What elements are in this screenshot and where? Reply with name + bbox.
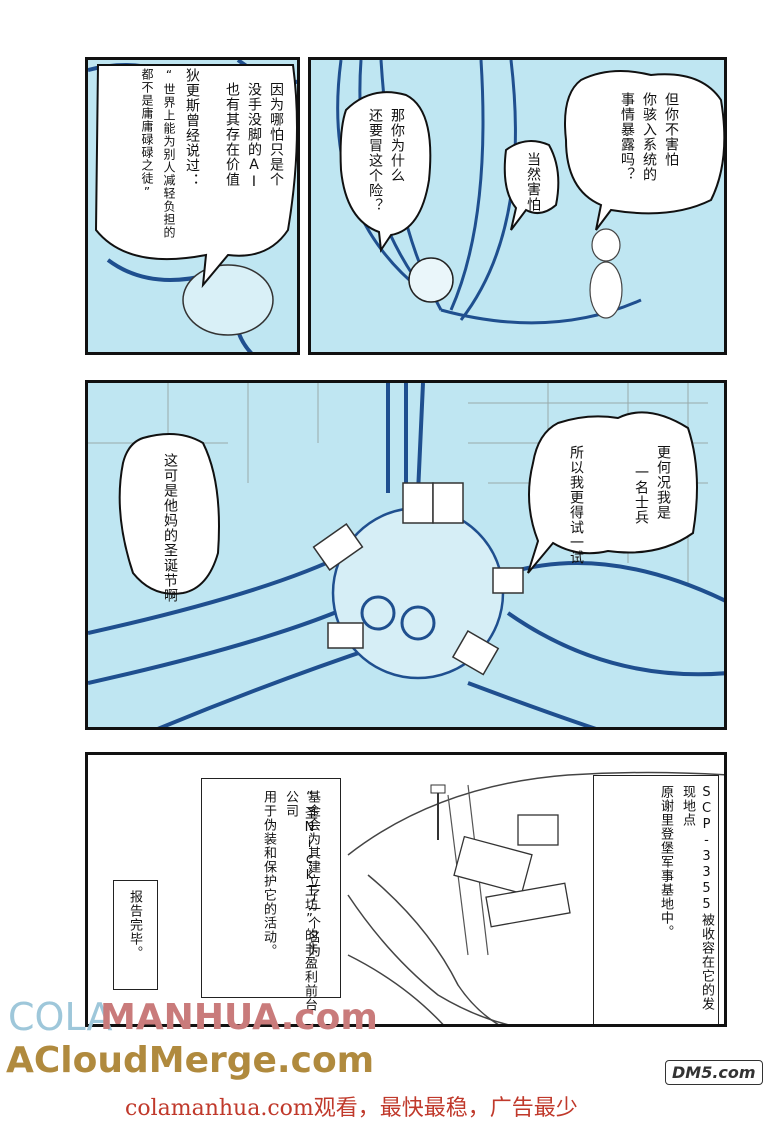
panel-3: 更何况我是 一名士兵 所以我更得试一试 这可是他妈的圣诞节啊: [85, 380, 727, 730]
caption-a: [593, 775, 719, 1024]
panel-2-art: [336, 60, 642, 325]
footer-ad-text[interactable]: colamanhua.com观看，最快最稳，广告最少: [125, 1096, 578, 1121]
watermark-dm5: DM5.com: [665, 1060, 763, 1085]
caption-a-col-2: 原谢里登堡军事基地中。: [658, 785, 673, 939]
panel-2-bubble-a-col-2: 你骇入系统的: [641, 92, 657, 182]
watermark-acloud: ACloudMerge.com: [6, 1040, 375, 1081]
watermark-cola-right: MANHUA.com: [100, 997, 378, 1038]
panel-2-bubble-c-col-1: 那你为什么: [389, 108, 405, 183]
panel-3-bubble-a-col-3: 所以我更得试一试: [568, 445, 584, 565]
panel-2-bubble-a-col-1: 但你不害怕: [663, 92, 679, 167]
panel-1-text-col-4: 狄更斯曾经说过：: [184, 68, 200, 188]
watermark-cola-left: COLA: [8, 995, 113, 1039]
caption-b-col-1: 基金会为其建立了一个名为: [305, 790, 320, 958]
panel-1-text-col-6: 都不是庸庸碌碌之徒”: [140, 68, 154, 200]
caption-a-col-1: SCP-3355被收容在它的发现地点: [680, 785, 714, 1011]
speech-bubble-a: [339, 70, 724, 253]
panel-1-text-col-3: 也有其存在价值: [224, 82, 240, 187]
caption-b-col-3: 用于伪装和保护它的活动。: [261, 790, 276, 958]
panel-2-bubble-a-col-3: 事情暴露吗？: [619, 92, 635, 182]
panel-3-bubble-a-col-1: 更何况我是: [655, 445, 671, 520]
panel-1: 因为哪怕只是个 没手没脚的AI 也有其存在价值 狄更斯曾经说过： “世界上能为别…: [85, 57, 300, 355]
panel-3-bubble-b-col-1: 这可是他妈的圣诞节啊: [162, 453, 178, 603]
panel-1-text-col-5: “世界上能为别人减轻负担的: [162, 68, 176, 239]
speech-bubble-large: [94, 64, 297, 289]
caption-b: [201, 778, 341, 998]
caption-b-col-2: “圣Nick工坊”的非盈利前台公司: [283, 790, 317, 1012]
caption-c: [113, 880, 158, 990]
character-figure: [589, 261, 623, 319]
caption-c-col-1: 报告完毕。: [127, 890, 142, 960]
panel-4-map-art: [347, 771, 724, 1024]
panel-1-text-col-2: 没手没脚的AI: [246, 82, 262, 191]
panel-2-bubble-c-col-2: 还要冒这个险？: [367, 108, 383, 213]
speech-bubble-b: [118, 411, 698, 595]
panel-3-bubble-a-col-2: 一名士兵: [633, 465, 649, 525]
panel-2-bubble-b-col-1: 当然害怕: [525, 152, 541, 212]
panel-1-text-col-1: 因为哪怕只是个: [268, 82, 284, 187]
panel-4: SCP-3355被收容在它的发现地点 原谢里登堡军事基地中。 基金会为其建立了一…: [85, 752, 727, 1027]
panel-2: 但你不害怕 你骇入系统的 事情暴露吗？ 当然害怕 那你为什么 还要冒这个险？: [308, 57, 727, 355]
